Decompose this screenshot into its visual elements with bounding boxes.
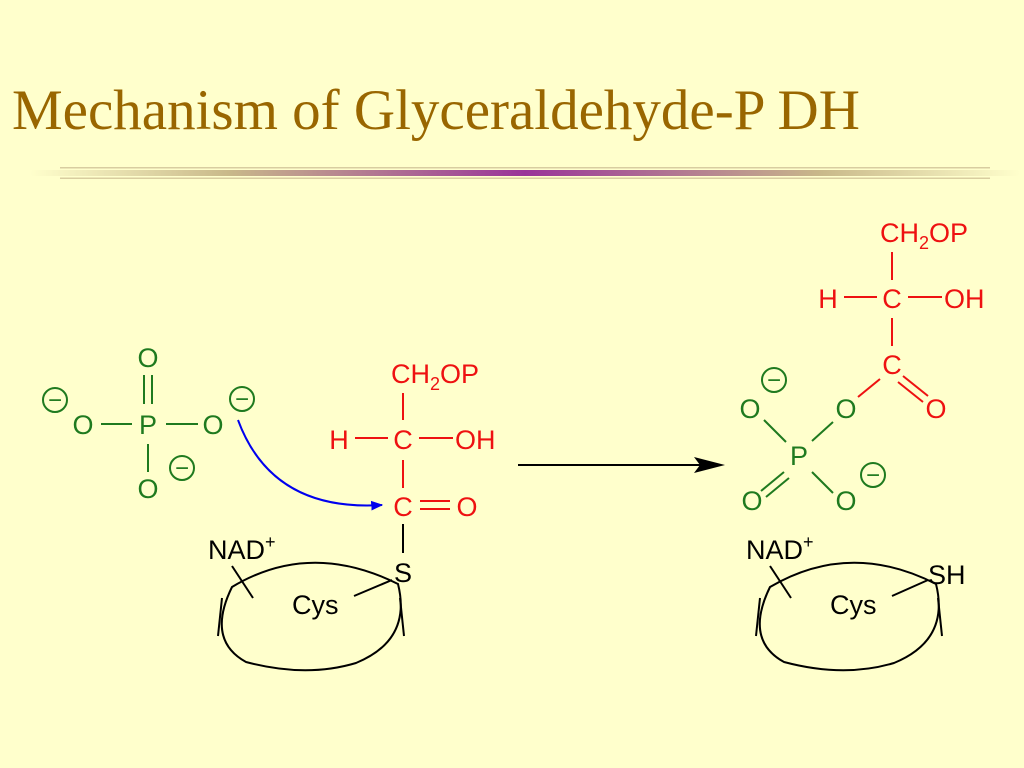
minus-charge-icon: − bbox=[761, 367, 787, 394]
svg-text:−: − bbox=[175, 455, 189, 482]
phosphate-bottom-left-oxygen: O bbox=[741, 486, 762, 516]
phosphate-top-oxygen: O bbox=[137, 343, 158, 373]
ch2op-group: CH2OP bbox=[880, 218, 968, 253]
phosphate-bottom-oxygen: O bbox=[137, 474, 158, 504]
minus-charge-icon: − bbox=[860, 462, 886, 489]
phosphate-phosphorus: P bbox=[790, 441, 808, 471]
curved-arrow-icon bbox=[237, 419, 384, 511]
thiol-label: SH bbox=[928, 560, 966, 590]
svg-text:−: − bbox=[48, 387, 62, 414]
svg-text:−: − bbox=[866, 462, 880, 489]
nad-cofactor-label: NAD+ bbox=[746, 532, 814, 565]
title-rule bbox=[30, 167, 1020, 179]
carbonyl-carbon-label: C bbox=[393, 492, 413, 522]
cysteine-label: Cys bbox=[292, 590, 339, 620]
carbonyl-carbon-label: C bbox=[882, 350, 902, 380]
svg-text:−: − bbox=[235, 386, 249, 413]
hydrogen-label: H bbox=[818, 284, 838, 314]
svg-text:−: − bbox=[767, 367, 781, 394]
minus-charge-icon: − bbox=[42, 387, 68, 414]
right-enzyme: NAD+ Cys SH bbox=[746, 532, 966, 672]
carbonyl-oxygen-label: O bbox=[925, 394, 946, 424]
slide-title: Mechanism of Glyceraldehyde-P DH bbox=[12, 79, 860, 142]
bridge-oxygen-label: O bbox=[835, 394, 856, 424]
ch2op-group: CH2OP bbox=[391, 359, 479, 394]
carbonyl-oxygen-label: O bbox=[456, 492, 477, 522]
phosphate-left-oxygen: O bbox=[72, 410, 93, 440]
minus-charge-icon: − bbox=[169, 455, 195, 482]
nad-cofactor-label: NAD+ bbox=[208, 532, 276, 565]
left-substrate: CH2OP H C OH C O bbox=[329, 359, 495, 522]
minus-charge-icon: − bbox=[229, 386, 255, 413]
reaction-arrow-icon bbox=[518, 457, 725, 473]
hydroxyl-label: OH bbox=[455, 425, 496, 455]
sulfur-label: S bbox=[394, 558, 412, 588]
right-phosphate: O O P O O − − bbox=[739, 367, 886, 516]
phosphate-right-oxygen: O bbox=[202, 410, 223, 440]
enzyme-outline bbox=[758, 561, 940, 672]
phosphate-bottom-right-oxygen: O bbox=[835, 486, 856, 516]
hydroxyl-label: OH bbox=[944, 284, 985, 314]
alpha-carbon-label: C bbox=[393, 425, 413, 455]
hydrogen-label: H bbox=[329, 425, 349, 455]
enzyme-outline bbox=[220, 561, 402, 672]
left-enzyme: NAD+ Cys bbox=[208, 532, 405, 672]
right-substrate: CH2OP H C OH C O bbox=[818, 218, 984, 424]
phosphate-left-oxygen: O bbox=[739, 394, 760, 424]
alpha-carbon-label: C bbox=[882, 284, 902, 314]
cysteine-label: Cys bbox=[830, 590, 877, 620]
phosphate-phosphorus: P bbox=[139, 410, 157, 440]
phosphate-ion: O O P O O − − − bbox=[42, 343, 255, 504]
